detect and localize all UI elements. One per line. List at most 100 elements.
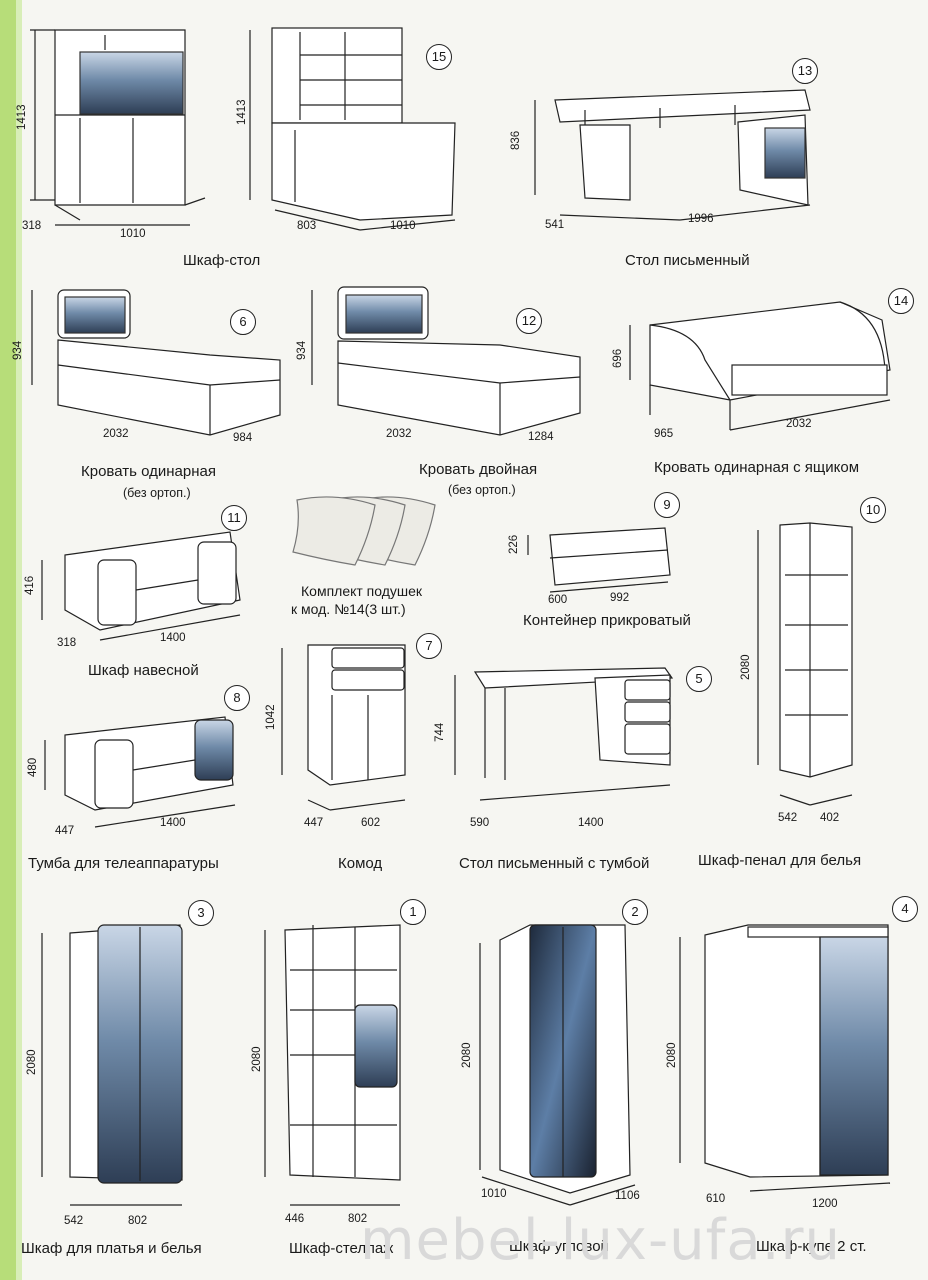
badge-10: 10 <box>860 497 886 523</box>
caption-stellazh: Шкаф-стеллаж <box>289 1240 394 1257</box>
caption-komod: Комод <box>338 855 383 872</box>
krovat-dvoynaya-drawing <box>300 285 590 445</box>
badge-4: 4 <box>892 896 918 922</box>
dim-height: 696 <box>612 348 624 368</box>
uglovoy-drawing <box>470 915 650 1215</box>
caption-penal: Шкаф-пенал для белья <box>698 852 862 869</box>
badge-12: 12 <box>516 308 542 334</box>
krovat-s-yashikom-drawing <box>620 290 900 440</box>
dim-depth: 542 <box>64 1215 84 1227</box>
dim-width: 1010 <box>120 228 146 240</box>
caption-kupe: Шкаф-купе 2 ст. <box>756 1238 867 1255</box>
dim-width: 1200 <box>812 1198 838 1210</box>
dim-height: 226 <box>508 534 520 554</box>
caption-note: (без ортоп.) <box>448 483 516 497</box>
dim-width: 1106 <box>615 1190 640 1202</box>
caption-stol-tumba: Стол письменный с тумбой <box>459 855 650 872</box>
dim-length: 2032 <box>386 428 412 440</box>
caption-shkaf-stol: Шкаф-стол <box>183 252 261 269</box>
dim-width: 802 <box>128 1215 148 1227</box>
dim-depth: 965 <box>654 428 674 440</box>
dim-depth: 610 <box>706 1193 726 1205</box>
dim-depth: 590 <box>470 817 490 829</box>
badge-14: 14 <box>888 288 914 314</box>
caption-tumba: Тумба для телеаппаратуры <box>28 855 219 872</box>
dim-height: 1413 <box>16 104 28 130</box>
tumba-drawing <box>35 705 245 835</box>
badge-5: 5 <box>686 666 712 692</box>
dim-height: 744 <box>434 722 446 742</box>
dim-depth: 447 <box>55 825 75 837</box>
dim-height: 2080 <box>251 1046 263 1072</box>
dim-height: 934 <box>296 340 308 360</box>
dim-height: 2080 <box>666 1042 678 1068</box>
shkaf-stol-b-drawing <box>230 20 460 240</box>
dim-height: 2080 <box>461 1042 473 1068</box>
dim-width: 1010 <box>390 220 416 232</box>
dim-height: 836 <box>510 130 522 150</box>
dim-height: 934 <box>12 340 24 360</box>
caption-konteyner: Контейнер прикроватый <box>523 612 691 629</box>
dim-height: 2080 <box>740 654 752 680</box>
badge-11: 11 <box>221 505 247 531</box>
dim-height: 1413 <box>236 99 248 125</box>
dim-depth: 318 <box>57 637 77 649</box>
badge-1: 1 <box>400 899 426 925</box>
kupe-drawing <box>670 915 900 1215</box>
dim-depth: 447 <box>304 817 324 829</box>
dim-width: 984 <box>233 432 253 444</box>
caption-note: (без ортоп.) <box>123 486 191 500</box>
dim-depth: 541 <box>545 219 565 231</box>
dim-width: 992 <box>610 592 630 604</box>
caption-podushki-line2: к мод. №14(3 шт.) <box>291 601 406 617</box>
dim-width: 1996 <box>688 213 714 225</box>
dim-width: 602 <box>361 817 381 829</box>
caption-krovat-s-yashikom: Кровать одинарная с ящиком <box>654 459 860 476</box>
stol-pismenny-drawing <box>520 70 820 230</box>
badge-6: 6 <box>230 309 256 335</box>
caption-shkaf-navesnoy: Шкаф навесной <box>88 662 199 679</box>
dim-width: 1400 <box>578 817 604 829</box>
caption-stol-pismenny: Стол письменный <box>625 252 750 269</box>
dim-length: 2032 <box>103 428 129 440</box>
caption-uglovoy: Шкаф угловой <box>509 1238 609 1255</box>
dim-depth: 318 <box>22 220 42 232</box>
dim-width: 802 <box>348 1213 368 1225</box>
dim-height: 1042 <box>265 704 277 730</box>
badge-15: 15 <box>426 44 452 70</box>
caption-shkaf-platya: Шкаф для платья и белья <box>21 1240 202 1257</box>
watermark: mebel-lux-ufa.ru <box>360 1208 842 1273</box>
dim-length: 2032 <box>786 418 812 430</box>
caption-krovat-dvoynaya: Кровать двойная <box>419 461 538 478</box>
krovat-odinarnaya-drawing <box>20 285 290 445</box>
accent-strip <box>0 0 16 1280</box>
badge-3: 3 <box>188 900 214 926</box>
shkaf-platya-drawing <box>30 915 200 1215</box>
dim-width: 402 <box>820 812 840 824</box>
badge-8: 8 <box>224 685 250 711</box>
penal-drawing <box>740 515 870 815</box>
dim-depth: 803 <box>297 220 317 232</box>
dim-depth: 446 <box>285 1213 305 1225</box>
badge-2: 2 <box>622 899 648 925</box>
dim-width: 1400 <box>160 632 186 644</box>
dim-width: 1400 <box>160 817 186 829</box>
dim-depth: 542 <box>778 812 798 824</box>
dim-depth: 600 <box>548 594 568 606</box>
caption-podushki-line1: Комплект подушек <box>301 583 423 599</box>
dim-width: 1284 <box>528 431 554 443</box>
caption-krovat-odinarnaya: Кровать одинарная <box>81 463 216 480</box>
badge-7: 7 <box>416 633 442 659</box>
dim-height: 480 <box>27 757 39 777</box>
dim-height: 416 <box>24 575 36 595</box>
badge-9: 9 <box>654 492 680 518</box>
komod-drawing <box>270 640 420 820</box>
dim-depth: 1010 <box>481 1188 507 1200</box>
shkaf-stol-a-drawing <box>0 0 206 240</box>
stellazh-drawing <box>255 915 425 1215</box>
badge-13: 13 <box>792 58 818 84</box>
stol-tumba-drawing <box>440 660 690 820</box>
shkaf-navesnoy-drawing <box>30 520 250 650</box>
podushki-drawing <box>285 490 445 575</box>
konteyner-drawing <box>520 520 680 600</box>
